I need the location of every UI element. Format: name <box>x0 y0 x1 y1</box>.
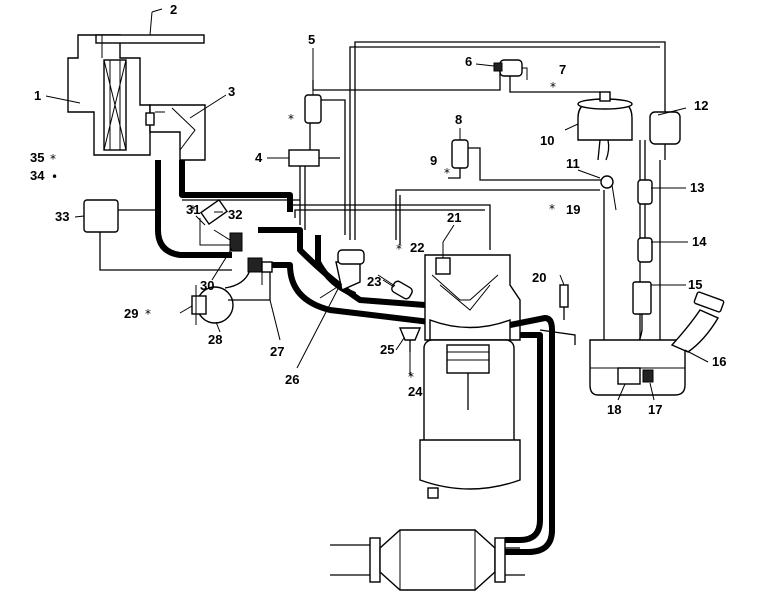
callout-23: 23 <box>367 274 381 289</box>
callout-11: 11 <box>566 156 580 171</box>
callout-6: 6 <box>465 54 472 69</box>
fuel-tank <box>589 291 725 396</box>
callout-31: 31 <box>186 202 200 217</box>
callout-14: 14 <box>692 234 707 249</box>
engine-block <box>419 242 521 499</box>
callout-8: 8 <box>455 112 462 127</box>
valve-column <box>288 80 346 235</box>
callout-22: 22 <box>410 240 424 255</box>
asterisk-marker: * <box>549 202 555 216</box>
fuel-injector <box>377 274 413 300</box>
callout-labels: 1 2 3 4 5 6 7 8 9 10 11 12 13 14 15 16 1… <box>30 2 726 417</box>
callout-34: 34 <box>30 168 45 183</box>
callout-16: 16 <box>712 354 726 369</box>
markers: * * * * * * * * * • <box>50 80 556 384</box>
purge-valve <box>493 59 528 80</box>
asterisk-marker: * <box>145 307 151 321</box>
asterisk-marker: * <box>190 203 196 217</box>
callout-9: 9 <box>430 153 437 168</box>
callout-29: 29 <box>124 306 138 321</box>
callout-19: 19 <box>566 202 580 217</box>
callout-3: 3 <box>228 84 235 99</box>
callout-7: 7 <box>559 62 566 77</box>
asterisk-marker: * <box>408 370 414 384</box>
callout-27: 27 <box>270 344 284 359</box>
vapor-lines <box>312 41 666 240</box>
leader-lines <box>45 8 709 401</box>
air-filter-housing <box>67 34 205 156</box>
asterisk-marker: * <box>396 242 402 256</box>
asterisk-marker: * <box>444 166 450 180</box>
idle-air-valve <box>191 257 273 325</box>
throttle-valve <box>319 249 365 299</box>
asterisk-marker: * <box>550 80 556 94</box>
temp-sensor <box>398 327 422 352</box>
callout-12: 12 <box>694 98 708 113</box>
callout-30: 30 <box>200 278 214 293</box>
control-module <box>83 199 232 271</box>
callout-26: 26 <box>285 372 299 387</box>
callout-2: 2 <box>170 2 177 17</box>
callout-35: 35 <box>30 150 44 165</box>
spark-plug <box>559 284 569 320</box>
callout-4: 4 <box>255 150 263 165</box>
callout-1: 1 <box>34 88 41 103</box>
bullet-marker: • <box>51 170 58 184</box>
intake-manifold <box>258 227 431 325</box>
intake-tube <box>155 160 300 258</box>
callout-33: 33 <box>55 209 69 224</box>
callout-10: 10 <box>540 133 554 148</box>
exhaust-system <box>330 315 576 591</box>
callout-24: 24 <box>408 384 423 399</box>
callout-28: 28 <box>208 332 222 347</box>
carbon-canister <box>577 91 633 161</box>
asterisk-marker: * <box>50 152 56 166</box>
callout-18: 18 <box>607 402 621 417</box>
callout-17: 17 <box>648 402 662 417</box>
callout-5: 5 <box>308 32 315 47</box>
fuel-pump-parts <box>629 179 653 351</box>
callout-13: 13 <box>690 180 704 195</box>
intake-duct <box>145 104 206 161</box>
callout-32: 32 <box>228 207 242 222</box>
callout-15: 15 <box>688 277 702 292</box>
asterisk-marker: * <box>288 112 294 126</box>
fuel-filter <box>649 111 681 370</box>
callout-20: 20 <box>532 270 546 285</box>
callout-21: 21 <box>447 210 461 225</box>
vacuum-valve <box>448 128 617 211</box>
callout-25: 25 <box>380 342 394 357</box>
